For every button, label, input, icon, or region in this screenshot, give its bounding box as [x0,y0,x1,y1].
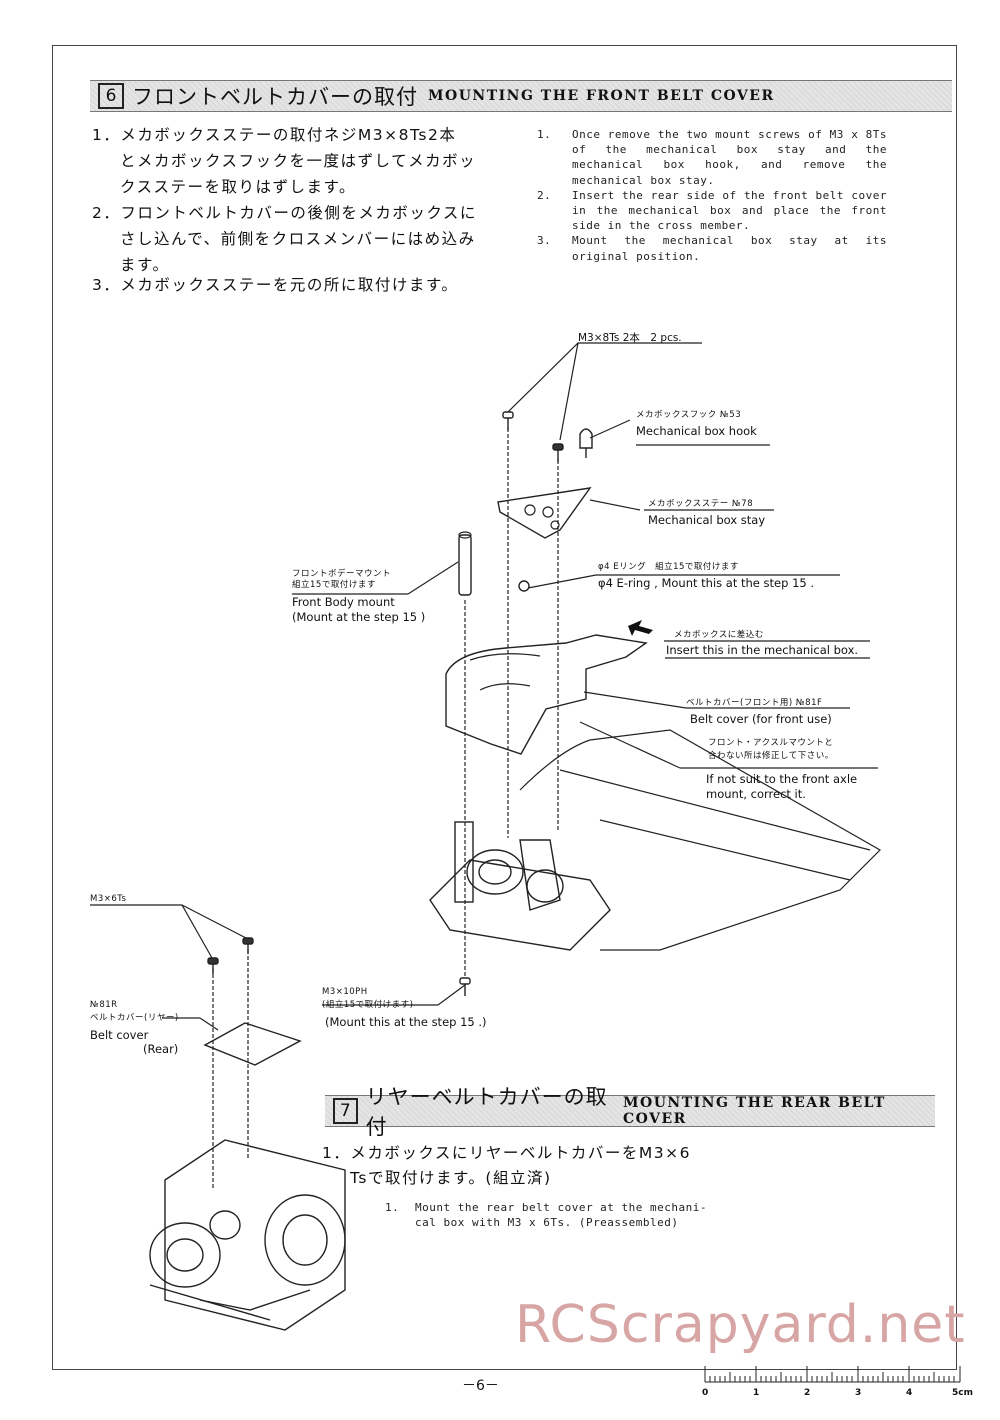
label-m3x6: M3×6Ts [90,894,127,904]
en-step-2-num: 2. [537,188,552,202]
page-frame [52,45,957,1370]
mechanical-box-rear [149,1139,346,1331]
section-7-step-en-line-1: Mount the rear belt cover at the mechani… [415,1201,708,1214]
front-belt-cover [445,634,648,755]
label-stay-en: Mechanical box stay [648,513,766,527]
section-6-header: 6 フロントベルトカバーの取付 MOUNTING THE FRONT BELT … [90,80,952,112]
en-step-3-num: 3. [537,234,552,248]
section-6-number: 6 [98,83,124,109]
label-m3x10-jp: (組立15で取付けます) [322,1000,414,1010]
label-insert-jp: メカボックスに差込む [674,630,764,640]
ruler-label-1: 1 [753,1388,760,1398]
en-step-2-text: Insert the rear side of the front belt c… [572,188,887,233]
section-7-title-en: MOUNTING THE REAR BELT COVER [623,1095,886,1127]
screw-top-right [552,443,564,462]
leader-screws [507,342,702,413]
label-body-mount-en-2: (Mount at the step 15 ) [292,610,426,624]
section-6-step-jp-3: 3．メカボックスステーを元の所に取付けます。 [92,276,459,294]
section-7-step-en-num: 1. [385,1201,400,1214]
ruler-label-5: 5cm [952,1388,973,1398]
label-stay-jp: メカボックスステー №78 [648,499,754,509]
ruler-label-3: 3 [855,1388,862,1398]
section-7-header: 7 リヤーベルトカバーの取付 MOUNTING THE REAR BELT CO… [325,1085,935,1139]
section-7-step-en-line-2: cal box with M3 x 6Ts. (Preassembled) [415,1216,679,1230]
section-6-step-jp-2: 2．フロントベルトカバーの後側をメカボックスに [92,204,477,222]
mechanical-box-hook [579,428,593,458]
label-rear-en-1: Belt cover [90,1028,149,1042]
en-step-3-text: Mount the mechanical box stay at its ori… [572,234,887,263]
label-ering-en: φ4 E-ring , Mount this at the step 15 . [598,576,815,590]
label-hook-en: Mechanical box hook [636,424,757,438]
section-7-step-en: 1. Mount the rear belt cover at the mech… [385,1200,745,1230]
section-7-step-jp-1: 1．メカボックスにリヤーベルトカバーをM3×6 [322,1144,691,1162]
en-step-2: 2. Insert the rear side of the front bel… [537,188,887,234]
section-6-title-jp: フロントベルトカバーの取付 [132,85,418,109]
section-6-step-jp-1: 1．メカボックスステーの取付ネジM3×8Ts2本 [92,126,457,144]
label-hook-jp: メカボックスフック №53 [636,410,742,420]
rear-belt-cover [203,1022,302,1066]
m3x6-screw-2 [242,937,254,954]
mechanical-box-stay [497,487,592,539]
label-axle-jp-1: フロント・アクスルマウントと [708,738,834,748]
section-7-number: 7 [333,1098,358,1124]
section-7-step-jp-1b: Tsで取付けます。(組立済) [350,1169,552,1187]
label-m3x10: M3×10PH [322,987,368,997]
section-6-step-jp-2b: さし込んで、前側をクロスメンバーにはめ込み [120,230,476,248]
label-rear-en-2: (Rear) [143,1042,179,1056]
label-insert-en: Insert this in the mechanical box. [666,643,859,657]
ruler-label-0: 0 [702,1388,709,1398]
label-belt-cover-jp: ベルトカバー(フロント用) №81F [686,698,823,708]
section-6-step-jp-1b: とメカボックスフックを一度はずしてメカボッ [120,152,477,170]
label-axle-en-2: mount, correct it. [706,787,806,801]
ruler [704,1366,961,1383]
section-6-steps-en: 1. Once remove the two mount screws of M… [537,127,887,264]
label-rear-jp: ベルトカバー(リヤー) [90,1013,179,1023]
section-6-step-jp-2c: ます。 [120,256,170,274]
label-axle-jp-2: 合わない所は修正して下さい。 [708,751,834,761]
section-6-step-jp-1c: クスステーを取りはずします。 [120,178,356,196]
label-rear-no: №81R [90,1000,118,1010]
label-ering-jp: φ4 Eリング 組立15で取付けます [598,562,739,572]
label-axle-en-1: If not suit to the front axle [706,772,858,786]
ruler-label-2: 2 [804,1388,811,1398]
screw-top-left [502,411,514,430]
section-6-title-en: MOUNTING THE FRONT BELT COVER [428,88,775,104]
label-belt-cover-en: Belt cover (for front use) [690,712,832,726]
en-step-1-text: Once remove the two mount screws of M3 x… [572,128,887,187]
label-body-mount-jp-2: 組立15で取付けます [292,580,376,590]
label-body-mount-jp-1: フロントボデーマウント [292,569,392,579]
front-body-mount [458,534,472,596]
en-step-1: 1. Once remove the two mount screws of M… [537,127,887,188]
m3x6-screw-1 [207,957,219,974]
label-m3x10-en: (Mount this at the step 15 .) [325,1015,487,1029]
ruler-label-4: 4 [906,1388,913,1398]
section-7-title-jp: リヤーベルトカバーの取付 [365,1085,608,1139]
label-body-mount-en-1: Front Body mount [292,595,395,609]
mechanical-box-front [429,821,611,951]
chassis [519,729,881,951]
page-number: －6－ [462,1378,499,1394]
en-step-3: 3. Mount the mechanical box stay at its … [537,233,887,263]
en-step-1-num: 1. [537,128,552,141]
watermark: RCScrapyard.net [515,1295,966,1355]
label-screws: M3×8Ts 2本 2 pcs. [578,332,682,344]
